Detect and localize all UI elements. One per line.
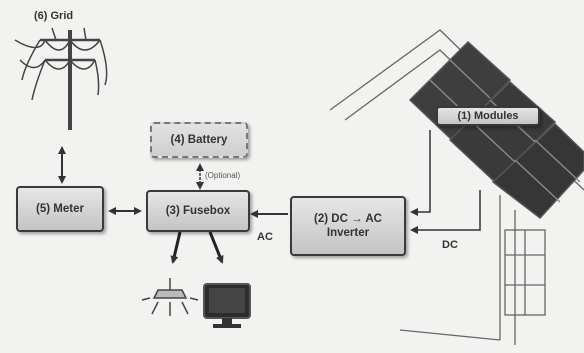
battery-box: (4) Battery (150, 122, 248, 158)
battery-optional-note: (Optional) (205, 171, 240, 180)
light-fixture-icon (142, 278, 198, 316)
battery-label: (4) Battery (171, 133, 228, 147)
load-arrows (173, 232, 222, 262)
inverter-box: (2) DC → AC Inverter (290, 196, 406, 256)
inverter-label-line1: (2) DC → AC (314, 212, 382, 226)
solar-panel-icon (410, 42, 584, 218)
fusebox-box: (3) Fusebox (146, 190, 250, 232)
meter-box: (5) Meter (16, 186, 104, 232)
grid-label: (6) Grid (34, 10, 73, 22)
utility-pole-icon (15, 28, 107, 130)
ac-label: AC (257, 231, 273, 243)
modules-label: (1) Modules (457, 109, 518, 123)
monitor-icon (204, 284, 250, 328)
dc-label: DC (442, 239, 458, 251)
inverter-label-line2: Inverter (327, 226, 369, 240)
modules-box: (1) Modules (436, 106, 540, 126)
fusebox-label: (3) Fusebox (166, 204, 231, 218)
meter-label: (5) Meter (36, 202, 84, 216)
